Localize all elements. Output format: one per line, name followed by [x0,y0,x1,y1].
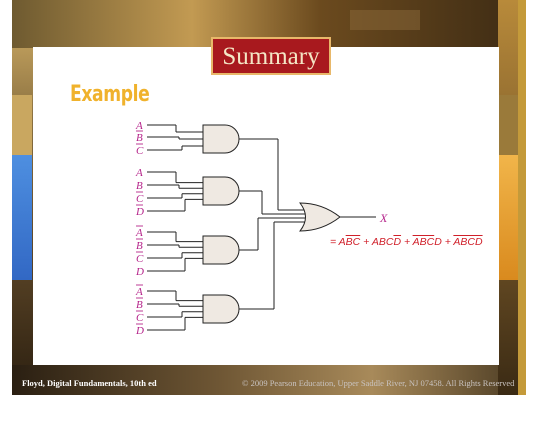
slide-title: Summary [222,42,320,70]
input-label: B [136,299,143,311]
input-label: D [135,266,144,278]
input-label: A [135,227,143,239]
input-label: A [135,120,143,132]
slide-title-box: Summary [211,37,331,75]
or-gate [298,202,341,232]
input-label: B [136,240,143,252]
input-label: C [136,312,144,324]
input-label: C [136,193,144,205]
footer-right: © 2009 Pearson Education, Upper Saddle R… [242,378,515,388]
and-gate [202,294,240,324]
content-panel [33,47,499,365]
input-label: A [135,167,143,179]
input-label: C [136,253,144,265]
circuit-gates [202,124,341,324]
input-label: D [135,325,144,337]
input-label: B [136,180,143,192]
input-label: D [135,206,144,218]
circuit-wires [147,124,376,331]
footer-left: Floyd, Digital Fundamentals, 10th ed [22,378,157,388]
example-heading: Example [70,82,150,107]
input-label: B [136,132,143,144]
output-expression: = ABC + ABCD + ABCD + ABCD [330,236,483,248]
and-gate [202,235,240,265]
and-gate [202,176,240,206]
output-label-x: X [379,211,388,225]
input-label: A [135,286,143,298]
input-label: C [136,145,144,157]
and-gate [202,124,240,154]
